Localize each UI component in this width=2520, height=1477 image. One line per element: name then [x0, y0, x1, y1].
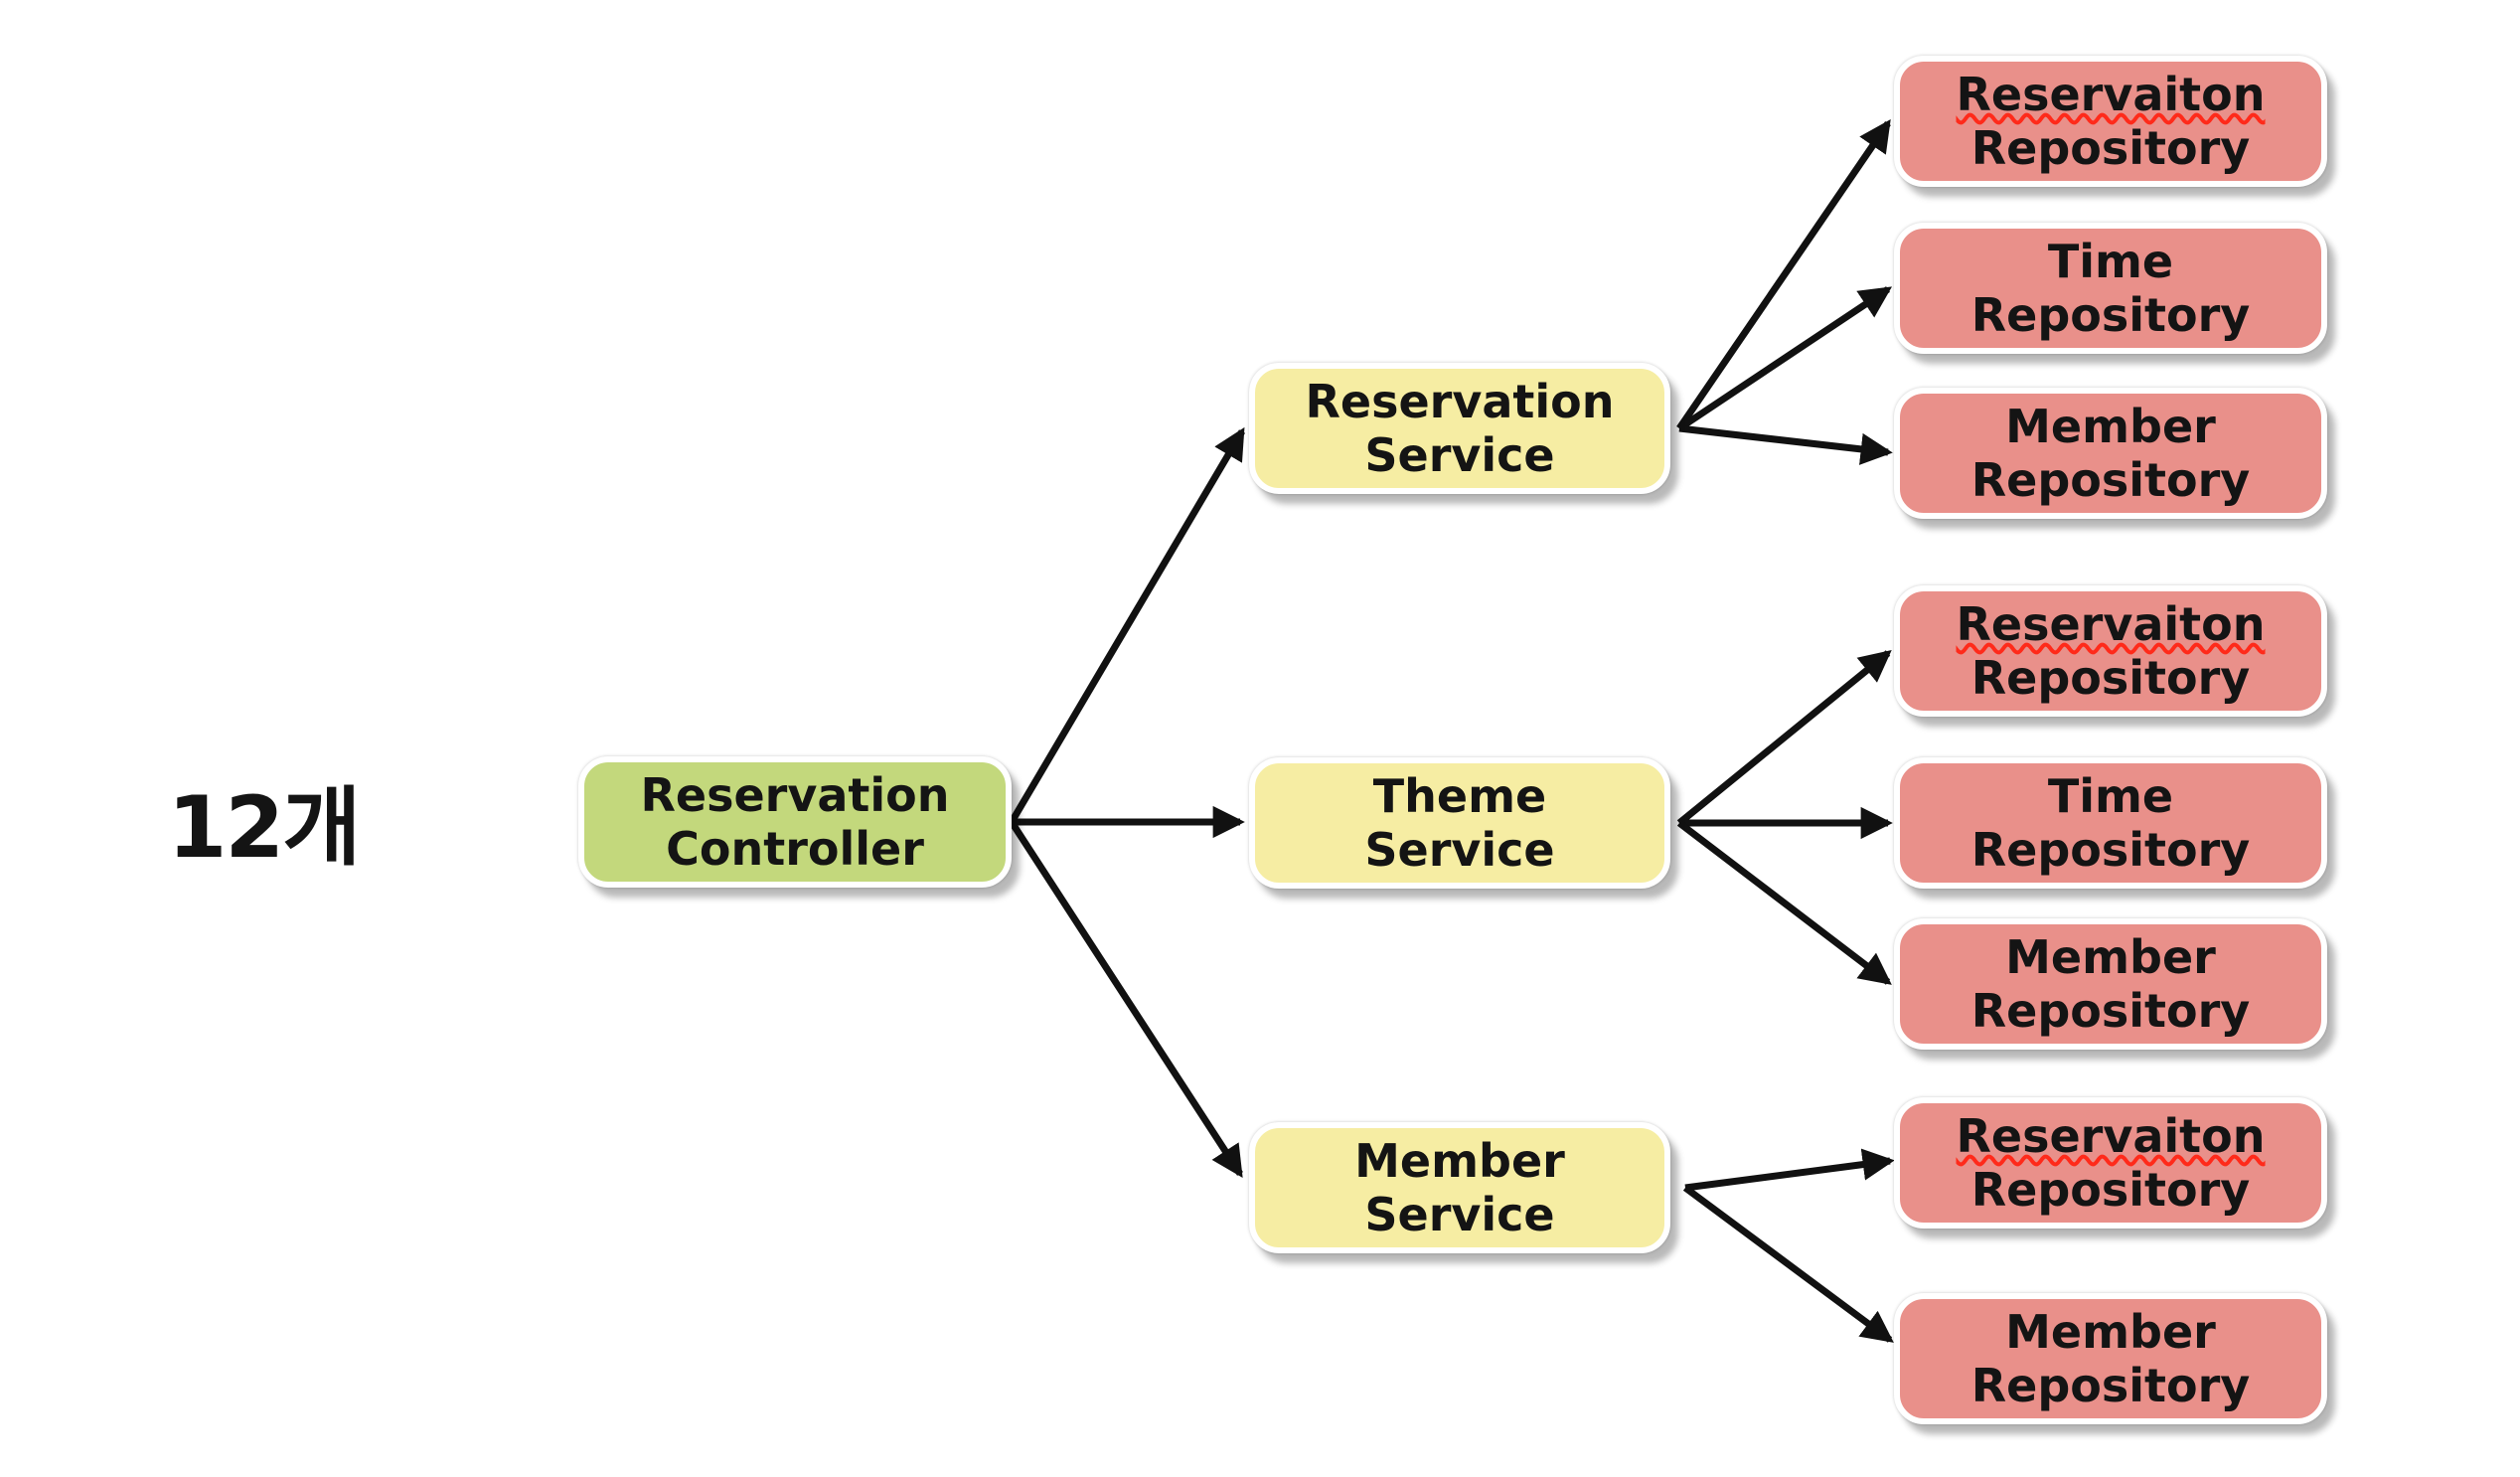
node-label-line: Reservation [1305, 375, 1615, 428]
node-label-line: Member [2005, 400, 2216, 453]
node-member-repository-middle: Member Repository [1894, 918, 2327, 1050]
node-label-line: Repository [1970, 1163, 2251, 1217]
node-label-line: Repository [1970, 121, 2251, 175]
node-label-line-misspelled: Reservaiton [1956, 1109, 2266, 1163]
node-reservaiton-repository-middle: Reservaiton Repository [1894, 585, 2327, 717]
node-time-repository-middle: Time Repository [1894, 757, 2327, 889]
node-reservaiton-repository-top: Reservaiton Repository [1894, 56, 2327, 187]
node-label-line: Service [1364, 1188, 1555, 1241]
node-label-line: Repository [1970, 1359, 2251, 1412]
node-label-line: Time [2047, 235, 2174, 288]
count-label: 12개 [167, 778, 362, 878]
node-reservation-controller: Reservation Controller [578, 756, 1012, 888]
arrow-reservation-service-to-reservaiton-repository [1676, 119, 1891, 430]
node-label-line: Member [2005, 1305, 2216, 1359]
node-label-line: Member [1354, 1134, 1565, 1188]
node-member-repository-bottom: Member Repository [1894, 1293, 2327, 1424]
arrow-theme-service-to-member-repository [1676, 820, 1892, 985]
arrow-member-service-to-member-repository [1682, 1185, 1894, 1343]
node-label-line: Service [1364, 823, 1555, 877]
node-member-service: Member Service [1249, 1122, 1670, 1253]
node-label-line-misspelled: Reservaiton [1956, 68, 2266, 121]
node-label-line: Repository [1970, 288, 2251, 342]
node-label-line: Service [1364, 428, 1555, 482]
arrow-reservation-service-to-time-repository [1677, 286, 1893, 431]
node-label-line: Repository [1970, 984, 2251, 1038]
node-label-line: Member [2005, 930, 2216, 984]
node-label-line: Controller [666, 822, 924, 876]
node-label-line: Repository [1970, 453, 2251, 507]
node-label-line: Time [2047, 769, 2174, 823]
node-label-line: Theme [1372, 769, 1547, 823]
node-theme-service: Theme Service [1249, 757, 1670, 889]
node-label-line: Repository [1970, 651, 2251, 705]
node-reservaiton-repository-bottom: Reservaiton Repository [1894, 1097, 2327, 1229]
arrow-reservation-service-to-member-repository [1678, 424, 1893, 465]
arrow-theme-service-to-reservaiton-repository [1676, 649, 1892, 826]
node-label-line-misspelled: Reservaiton [1956, 597, 2266, 651]
node-reservation-service: Reservation Service [1249, 363, 1670, 494]
node-time-repository-top: Time Repository [1894, 223, 2327, 354]
node-member-repository-top: Member Repository [1894, 388, 2327, 519]
node-label-line: Reservation [640, 768, 950, 822]
arrow-controller-to-member-service [1009, 820, 1243, 1179]
arrow-controller-to-reservation-service [1008, 426, 1246, 824]
node-label-line: Repository [1970, 823, 2251, 877]
arrow-member-service-to-reservaiton-repository [1684, 1148, 1895, 1192]
